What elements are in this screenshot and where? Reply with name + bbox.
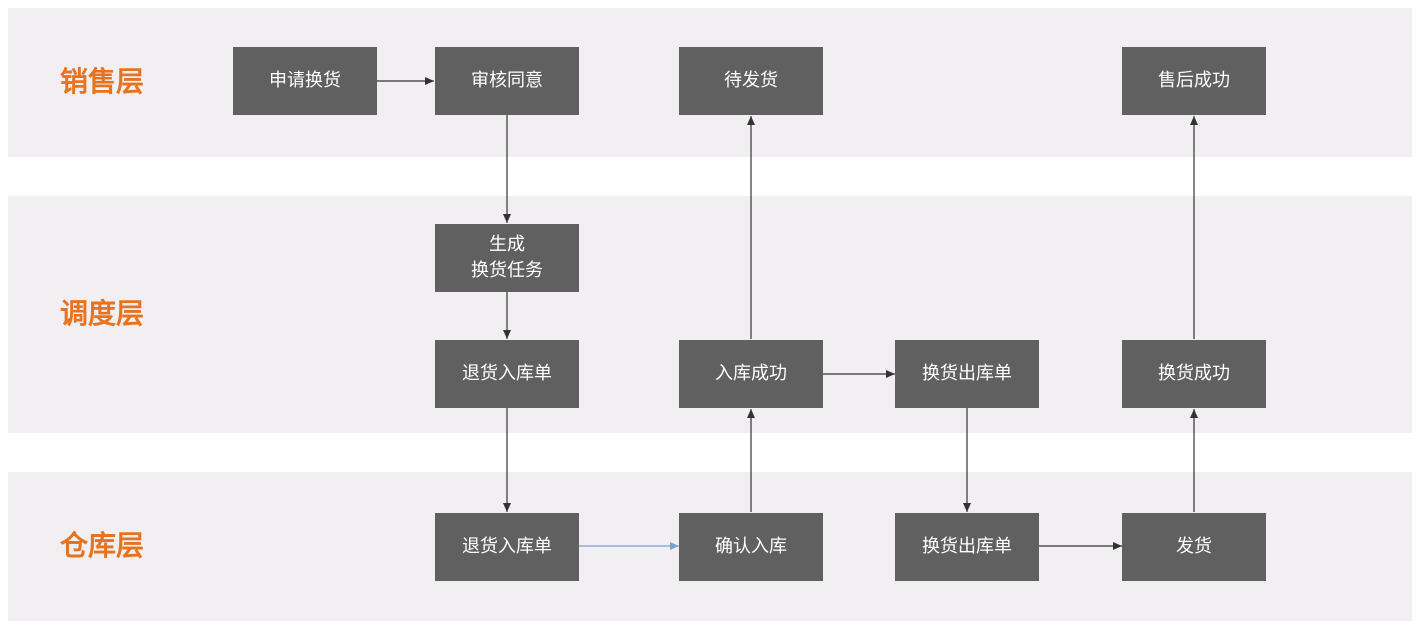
node-label: 申请换货: [269, 70, 341, 91]
node-inbound-success: 入库成功: [679, 340, 823, 408]
lane-label-warehouse: 仓库层: [60, 529, 145, 562]
node-return-inbound-order-dispatch: 退货入库单: [435, 340, 579, 408]
node-after-sales-success: 售后成功: [1122, 47, 1266, 115]
node-label: 确认入库: [715, 536, 787, 557]
node-label: 审核同意: [471, 70, 543, 91]
node-apply-exchange: 申请换货: [233, 47, 377, 115]
node-label: 换货出库单: [922, 363, 1012, 384]
node-return-inbound-order-warehouse: 退货入库单: [435, 513, 579, 581]
node-pending-ship: 待发货: [679, 47, 823, 115]
node-confirm-inbound: 确认入库: [679, 513, 823, 581]
node-generate-exchange-task: 生成 换货任务: [435, 224, 579, 292]
node-ship: 发货: [1122, 513, 1266, 581]
node-label: 待发货: [724, 70, 778, 91]
node-label: 退货入库单: [462, 363, 552, 384]
node-label: 发货: [1176, 536, 1212, 557]
node-label: 退货入库单: [462, 536, 552, 557]
node-label: 换货出库单: [922, 536, 1012, 557]
node-exchange-outbound-order-warehouse: 换货出库单: [895, 513, 1039, 581]
lane-label-sales: 销售层: [60, 65, 145, 98]
node-review-approve: 审核同意: [435, 47, 579, 115]
node-label: 换货成功: [1158, 363, 1230, 384]
node-label: 售后成功: [1158, 70, 1230, 91]
node-exchange-success: 换货成功: [1122, 340, 1266, 408]
node-exchange-outbound-order-dispatch: 换货出库单: [895, 340, 1039, 408]
lane-label-dispatch: 调度层: [60, 297, 145, 330]
node-label: 入库成功: [715, 363, 787, 384]
node-label: 生成 换货任务: [471, 234, 543, 281]
